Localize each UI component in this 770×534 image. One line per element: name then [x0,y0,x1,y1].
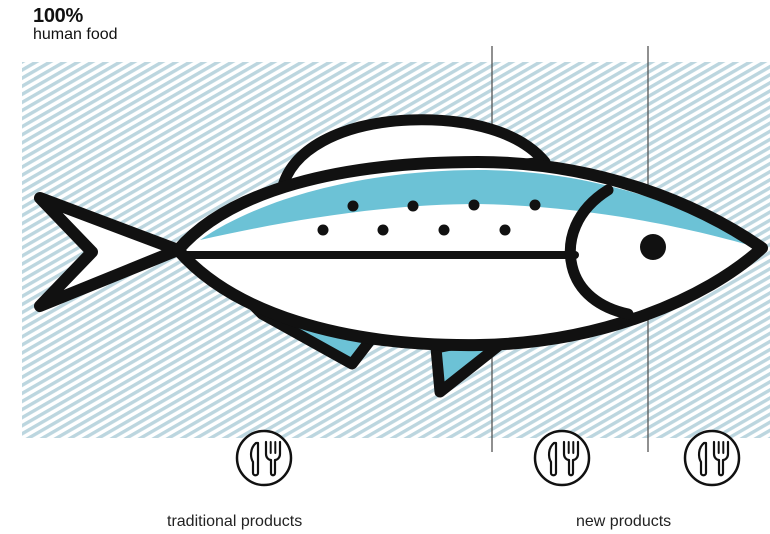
heading: 100% human food [33,6,118,43]
heading-label: human food [33,27,118,43]
cutlery-icon [685,431,739,485]
cutlery-icon [237,431,291,485]
caption-traditional-products: traditional products [167,514,302,530]
cutlery-icon [535,431,589,485]
heading-percentage: 100% [33,6,118,26]
caption-new-products: new products [576,514,671,530]
fish-eye [640,234,666,260]
